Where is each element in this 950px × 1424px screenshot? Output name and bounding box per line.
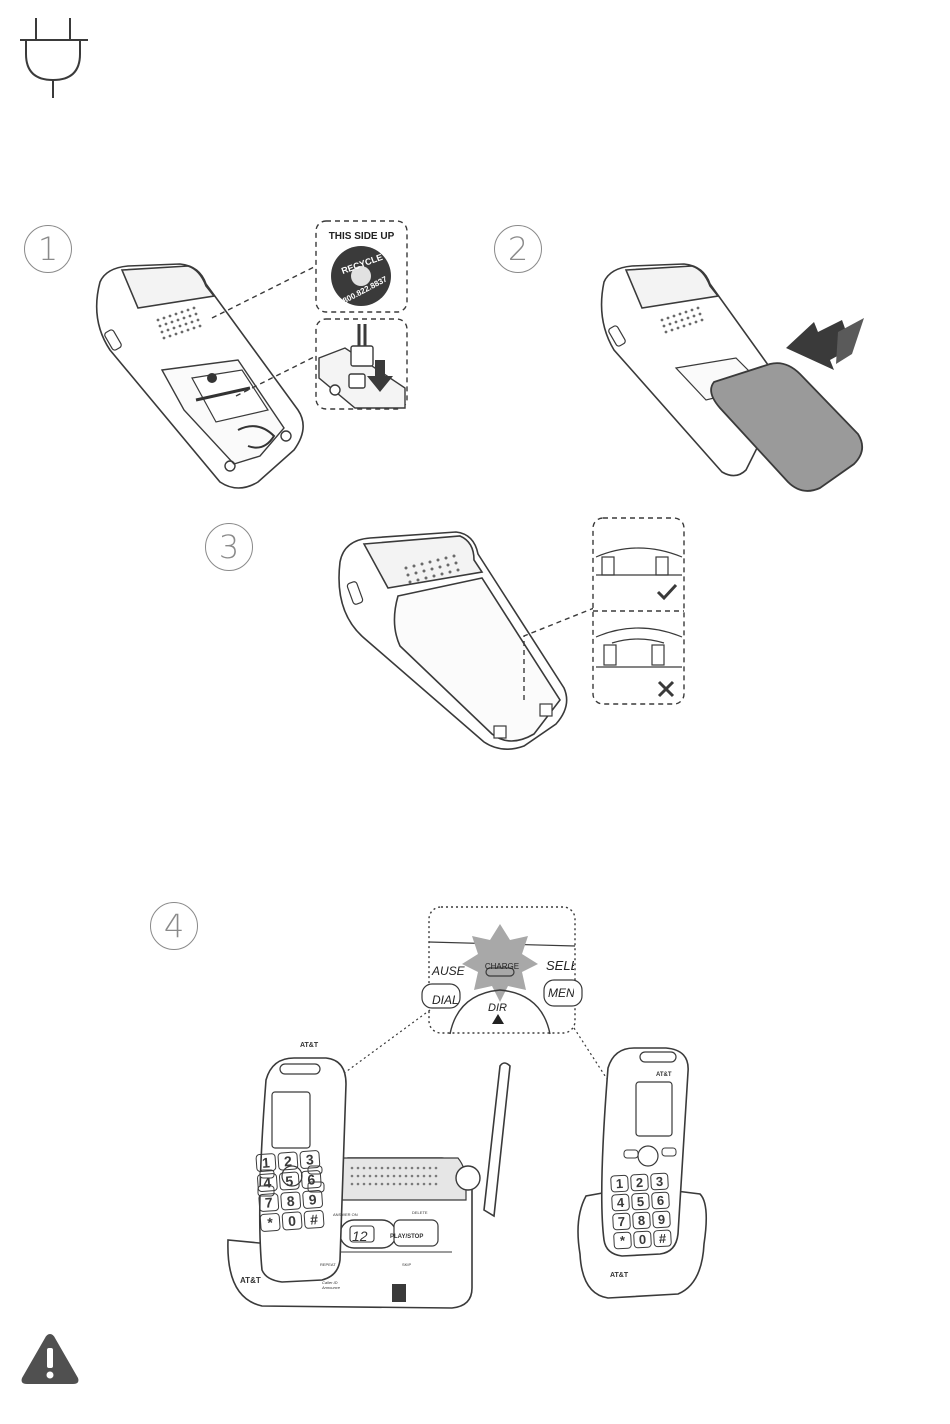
key-0: 0	[633, 1231, 652, 1249]
charger-brand-label: AT&T	[610, 1272, 628, 1279]
key-4: 4	[257, 1173, 278, 1192]
key-star: *	[613, 1232, 632, 1250]
skip-label: SKIP	[402, 1262, 411, 1267]
key-hash: #	[303, 1210, 324, 1229]
charger-handset-brand-label: AT&T	[656, 1072, 672, 1078]
key-hash: #	[653, 1229, 672, 1247]
key-8: 8	[280, 1191, 301, 1210]
play-stop-label: PLAY/STOP	[390, 1234, 423, 1240]
charger-handset-keypad: 1 2 3 4 5 6 7 8 9 * 0 #	[610, 1173, 672, 1250]
key-3: 3	[650, 1173, 669, 1191]
base-brand-label: AT&T	[240, 1276, 261, 1285]
base-handset-keypad: 1 2 3 4 5 6 7 8 9 * 0 #	[255, 1150, 324, 1232]
base-handset-brand-label: AT&T	[300, 1042, 318, 1049]
key-1: 1	[255, 1153, 276, 1172]
warning-icon	[20, 1332, 80, 1386]
key-6: 6	[651, 1192, 670, 1210]
key-2: 2	[277, 1151, 298, 1170]
key-5: 5	[631, 1193, 650, 1211]
key-0: 0	[281, 1211, 302, 1230]
key-6: 6	[301, 1170, 322, 1189]
answer-on-label: ANSWER ON	[333, 1212, 358, 1217]
key-9: 9	[652, 1210, 671, 1228]
caller-id-label: Caller ID Announce	[322, 1280, 352, 1290]
repeat-label: REPEAT	[320, 1262, 336, 1267]
key-2: 2	[630, 1174, 649, 1192]
key-8: 8	[632, 1212, 651, 1230]
key-4: 4	[611, 1194, 630, 1212]
key-7: 7	[258, 1193, 279, 1212]
key-1: 1	[610, 1175, 629, 1193]
message-count-display: 12	[352, 1228, 368, 1244]
key-7: 7	[612, 1213, 631, 1231]
delete-label: DELETE	[412, 1210, 428, 1215]
key-5: 5	[279, 1171, 300, 1190]
key-9: 9	[302, 1190, 323, 1209]
key-3: 3	[299, 1150, 320, 1169]
key-star: *	[260, 1213, 281, 1232]
